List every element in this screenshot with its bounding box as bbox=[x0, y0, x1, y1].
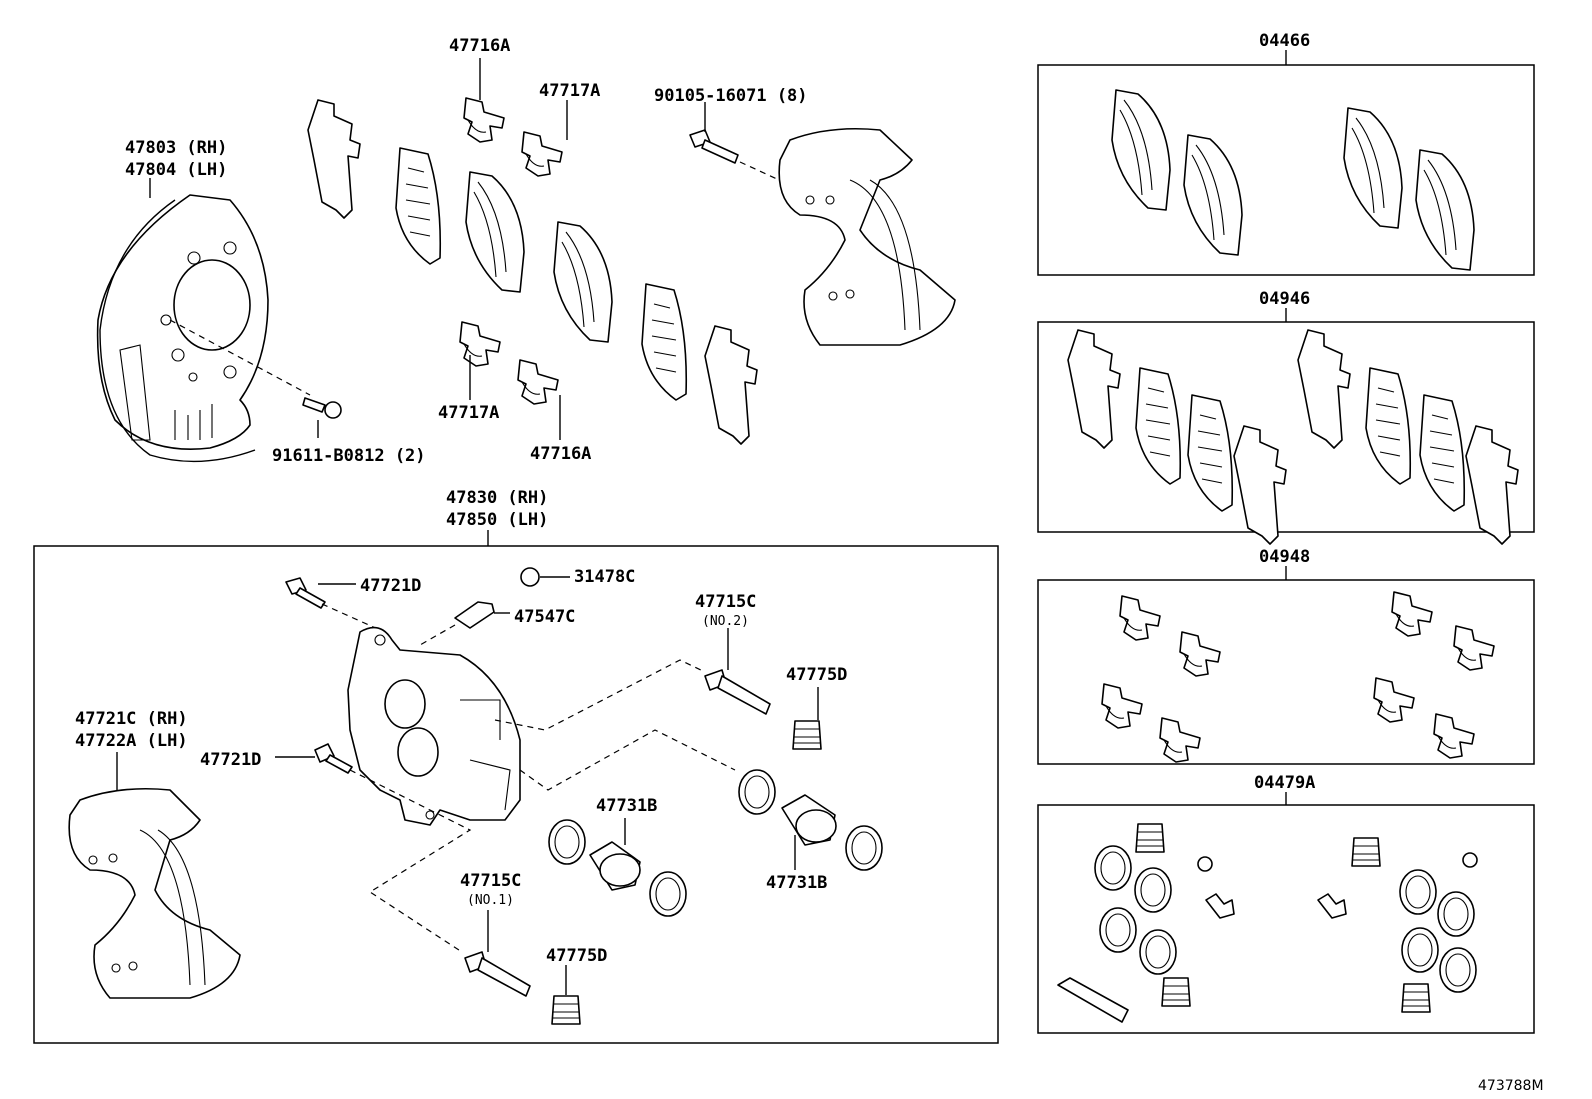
piston-left bbox=[589, 841, 641, 891]
label-kit-shims: 04946 bbox=[1259, 289, 1310, 309]
kit-clip-8 bbox=[1433, 713, 1475, 759]
kit-seal-1 bbox=[1094, 845, 1132, 891]
inner-brake-pad bbox=[553, 221, 613, 343]
label-piston-right: 47731B bbox=[766, 873, 827, 893]
kit-shim-5 bbox=[1297, 329, 1351, 449]
label-boot-top: 47775D bbox=[786, 665, 847, 685]
label-mount-rh: 47721C (RH) bbox=[75, 709, 188, 729]
kit-clip-1 bbox=[1119, 595, 1161, 641]
kit-shim-8 bbox=[1465, 425, 1519, 545]
label-clip-bot: 47717A bbox=[438, 403, 499, 423]
label-bolt-d-mid: 47721D bbox=[200, 750, 261, 770]
pad-wear-indicator-top bbox=[521, 131, 563, 177]
caliper-bolt-top bbox=[285, 577, 326, 609]
pad-support-plate-top bbox=[463, 97, 505, 143]
kit-clip-small-2 bbox=[1317, 893, 1347, 919]
shield-bolt bbox=[302, 397, 342, 419]
label-caliper-rh: 47830 (RH) bbox=[446, 488, 548, 508]
inner-anti-squeal-shim bbox=[704, 325, 758, 445]
inner-shim-b bbox=[641, 283, 688, 401]
piston-boot-right bbox=[845, 825, 883, 871]
kit-shim-4 bbox=[1233, 425, 1287, 545]
label-clip-top2: 47717A bbox=[539, 81, 600, 101]
label-bracket-bolt: 90105-16071 (8) bbox=[654, 86, 808, 106]
caliper-assembly-frame bbox=[33, 545, 999, 1044]
bleeder-plug bbox=[520, 567, 540, 587]
caliper-cylinder bbox=[347, 626, 521, 826]
label-shield-rh: 47803 (RH) bbox=[125, 138, 227, 158]
label-shield-lh: 47804 (LH) bbox=[125, 160, 227, 180]
label-pin1-note: (NO.1) bbox=[467, 893, 514, 908]
caliper-bolt-mid bbox=[314, 743, 353, 774]
kit-seal-5 bbox=[1399, 869, 1437, 915]
kit-pad-3 bbox=[1343, 107, 1403, 229]
kit-pad-1 bbox=[1111, 89, 1171, 211]
mounting-bracket-top bbox=[778, 127, 956, 346]
kit-seal-2 bbox=[1134, 867, 1172, 913]
kit-boot-3 bbox=[1351, 837, 1381, 867]
label-clip-top: 47716A bbox=[449, 36, 510, 56]
kit-cap-2 bbox=[1462, 852, 1478, 868]
label-bolt-d-top: 47721D bbox=[360, 576, 421, 596]
kit-clip-3 bbox=[1101, 683, 1143, 729]
guide-pin-no1 bbox=[464, 951, 531, 997]
pad-wear-indicator-bottom bbox=[459, 321, 501, 367]
label-boot-bot: 47775D bbox=[546, 946, 607, 966]
kit-seal-8 bbox=[1439, 947, 1477, 993]
label-pin2-note: (NO.2) bbox=[702, 614, 749, 629]
kit-shim-6 bbox=[1365, 367, 1412, 485]
label-pin1: 47715C bbox=[460, 871, 521, 891]
kit-seal-4 bbox=[1139, 929, 1177, 975]
kit-shim-2 bbox=[1135, 367, 1182, 485]
label-clip-bot2: 47716A bbox=[530, 444, 591, 464]
kit-boot-4 bbox=[1401, 983, 1431, 1013]
piston-boot-left bbox=[649, 871, 687, 917]
label-bleeder-cap: 31478C bbox=[574, 567, 635, 587]
bracket-bolt bbox=[689, 129, 739, 164]
label-caliper-lh: 47850 (LH) bbox=[446, 510, 548, 530]
dust-shield bbox=[96, 194, 269, 463]
kit-shim-3 bbox=[1187, 394, 1234, 512]
outer-brake-pad bbox=[465, 171, 525, 293]
kit-clip-5 bbox=[1391, 591, 1433, 637]
kit-pad-4 bbox=[1415, 149, 1475, 271]
diagram-ref-number: 473788M bbox=[1478, 1078, 1544, 1094]
kit-clip-4 bbox=[1159, 717, 1201, 763]
kit-shim-1 bbox=[1067, 329, 1121, 449]
piston-right bbox=[781, 794, 837, 846]
label-shield-bolt: 91611-B0812 (2) bbox=[272, 446, 426, 466]
kit-seal-6 bbox=[1437, 891, 1475, 937]
label-kit-seal: 04479A bbox=[1254, 773, 1315, 793]
guide-pin-no2 bbox=[704, 669, 771, 715]
kit-clip-small-1 bbox=[1205, 893, 1235, 919]
pad-support-plate-bottom bbox=[517, 359, 559, 405]
kit-seal-3 bbox=[1099, 907, 1137, 953]
kit-seal-7 bbox=[1401, 927, 1439, 973]
kit-clip-6 bbox=[1453, 625, 1495, 671]
outer-shim-b bbox=[395, 147, 442, 265]
mounting-bracket-bottom bbox=[68, 787, 241, 999]
label-pin2: 47715C bbox=[695, 592, 756, 612]
label-kit-clips: 04948 bbox=[1259, 547, 1310, 567]
piston-seal-top bbox=[738, 769, 776, 815]
outer-anti-squeal-shim bbox=[307, 99, 361, 219]
kit-clip-2 bbox=[1179, 631, 1221, 677]
label-bleeder: 47547C bbox=[514, 607, 575, 627]
kit-boot-2 bbox=[1161, 977, 1191, 1007]
kit-pad-2 bbox=[1183, 134, 1243, 256]
label-piston-left: 47731B bbox=[596, 796, 657, 816]
kit-cap-1 bbox=[1197, 856, 1213, 872]
label-kit-pads: 04466 bbox=[1259, 31, 1310, 51]
kit-shim-7 bbox=[1419, 394, 1466, 512]
guide-pin-boot-top bbox=[792, 720, 822, 750]
kit-boot-1 bbox=[1135, 823, 1165, 853]
label-mount-lh: 47722A (LH) bbox=[75, 731, 188, 751]
kit-clip-7 bbox=[1373, 677, 1415, 723]
bleeder-screw bbox=[454, 601, 495, 629]
guide-pin-boot-bottom bbox=[551, 995, 581, 1025]
grease-tube bbox=[1057, 977, 1129, 1023]
piston-seal-left bbox=[548, 819, 586, 865]
